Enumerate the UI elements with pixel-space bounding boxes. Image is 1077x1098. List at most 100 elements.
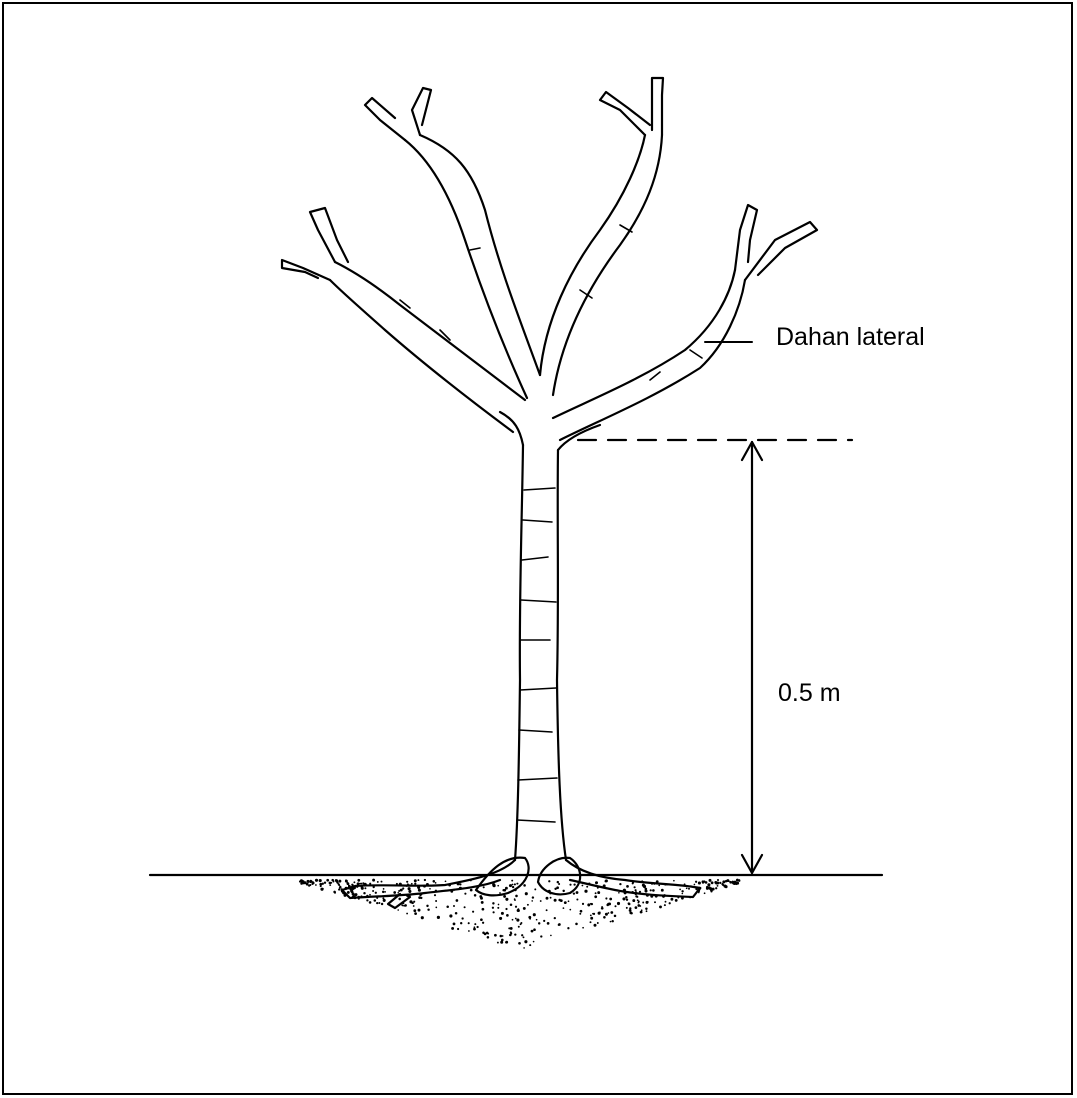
soil-dot	[634, 886, 636, 888]
soil-dot	[626, 885, 629, 888]
soil-dot	[492, 883, 495, 886]
soil-dot	[679, 889, 681, 891]
soil-dot	[538, 922, 540, 924]
soil-dot	[408, 890, 411, 893]
soil-dot	[639, 891, 641, 893]
soil-dot	[424, 879, 426, 881]
soil-dot	[353, 881, 355, 883]
soil-dot	[586, 886, 588, 888]
soil-dot	[374, 899, 377, 902]
soil-dot	[413, 905, 415, 907]
soil-dot	[523, 947, 525, 949]
soil-dot	[344, 894, 347, 897]
soil-dot	[688, 888, 690, 890]
soil-dot	[497, 885, 499, 887]
soil-dot	[352, 885, 354, 887]
soil-dot	[459, 883, 461, 885]
soil-dot	[641, 880, 643, 882]
soil-dot	[569, 909, 571, 911]
soil-dot	[470, 879, 472, 881]
soil-dot	[516, 883, 518, 885]
soil-dot	[698, 881, 701, 884]
soil-dot	[554, 917, 556, 919]
soil-dot	[407, 894, 409, 896]
twig-inner-left-a	[365, 98, 405, 140]
soil-dot	[635, 889, 637, 891]
soil-dot	[319, 883, 322, 886]
soil-dot	[409, 900, 412, 903]
soil-dot	[629, 912, 632, 915]
soil-dot	[398, 898, 401, 901]
soil-dot	[717, 885, 719, 887]
soil-dot	[509, 884, 512, 887]
soil-dot	[363, 892, 365, 894]
soil-dot	[593, 913, 595, 915]
soil-dot	[594, 924, 597, 927]
soil-dot	[540, 900, 542, 902]
soil-dot	[382, 891, 384, 893]
soil-dot	[529, 918, 531, 920]
soil-dot	[670, 898, 673, 901]
soil-dot	[569, 884, 571, 886]
soil-dot	[640, 911, 642, 913]
soil-dot	[455, 912, 458, 915]
soil-dot	[498, 904, 500, 906]
soil-dot	[381, 903, 383, 905]
soil-dot	[435, 900, 437, 902]
soil-dot	[686, 887, 688, 889]
soil-dot	[464, 906, 466, 908]
soil-dot	[515, 895, 518, 898]
twig-inner-left-b	[412, 88, 431, 135]
soil-dot	[523, 907, 526, 910]
soil-dot	[651, 883, 653, 885]
soil-dot	[501, 939, 504, 942]
soil-dot	[372, 879, 375, 882]
soil-dot	[504, 889, 507, 892]
soil-dot	[333, 881, 335, 883]
soil-dot	[576, 898, 578, 900]
soil-dot	[533, 928, 536, 931]
soil-dot	[642, 884, 645, 887]
soil-dot	[500, 935, 503, 938]
soil-dot	[673, 880, 675, 882]
soil-dot	[487, 933, 489, 935]
soil-dot	[665, 901, 667, 903]
soil-dot	[434, 894, 436, 896]
soil-dot	[554, 899, 557, 902]
soil-dot	[499, 917, 502, 920]
soil-dot	[715, 887, 717, 889]
soil-dot	[366, 895, 368, 897]
soil-dot	[300, 880, 302, 882]
soil-dot	[717, 879, 719, 881]
soil-dot	[476, 926, 478, 928]
soil-dot	[562, 890, 564, 892]
soil-dot	[453, 923, 456, 926]
soil-dot	[360, 895, 362, 897]
soil-dot	[358, 898, 360, 900]
soil-dot	[595, 881, 598, 884]
soil-dot	[576, 891, 579, 894]
soil-dot	[597, 922, 599, 924]
soil-dot	[594, 895, 597, 898]
soil-dot	[629, 909, 632, 912]
soil-dot	[468, 930, 470, 932]
soil-dot	[480, 918, 483, 921]
soil-dot	[564, 901, 567, 904]
soil-dot	[451, 927, 454, 930]
soil-dot	[635, 906, 638, 909]
soil-dot	[656, 880, 659, 883]
soil-dot	[399, 883, 402, 886]
soil-dot	[624, 891, 627, 894]
soil-dot	[516, 919, 519, 922]
soil-dot	[461, 917, 463, 919]
soil-dot	[329, 884, 331, 886]
soil-dot	[364, 887, 366, 889]
soil-dot	[631, 880, 633, 882]
soil-dot	[315, 884, 317, 886]
soil-dot	[521, 934, 523, 936]
soil-dot	[398, 890, 400, 892]
soil-dot	[694, 884, 696, 886]
soil-dot	[445, 880, 447, 882]
soil-dot	[548, 880, 550, 882]
soil-dot	[695, 881, 697, 883]
